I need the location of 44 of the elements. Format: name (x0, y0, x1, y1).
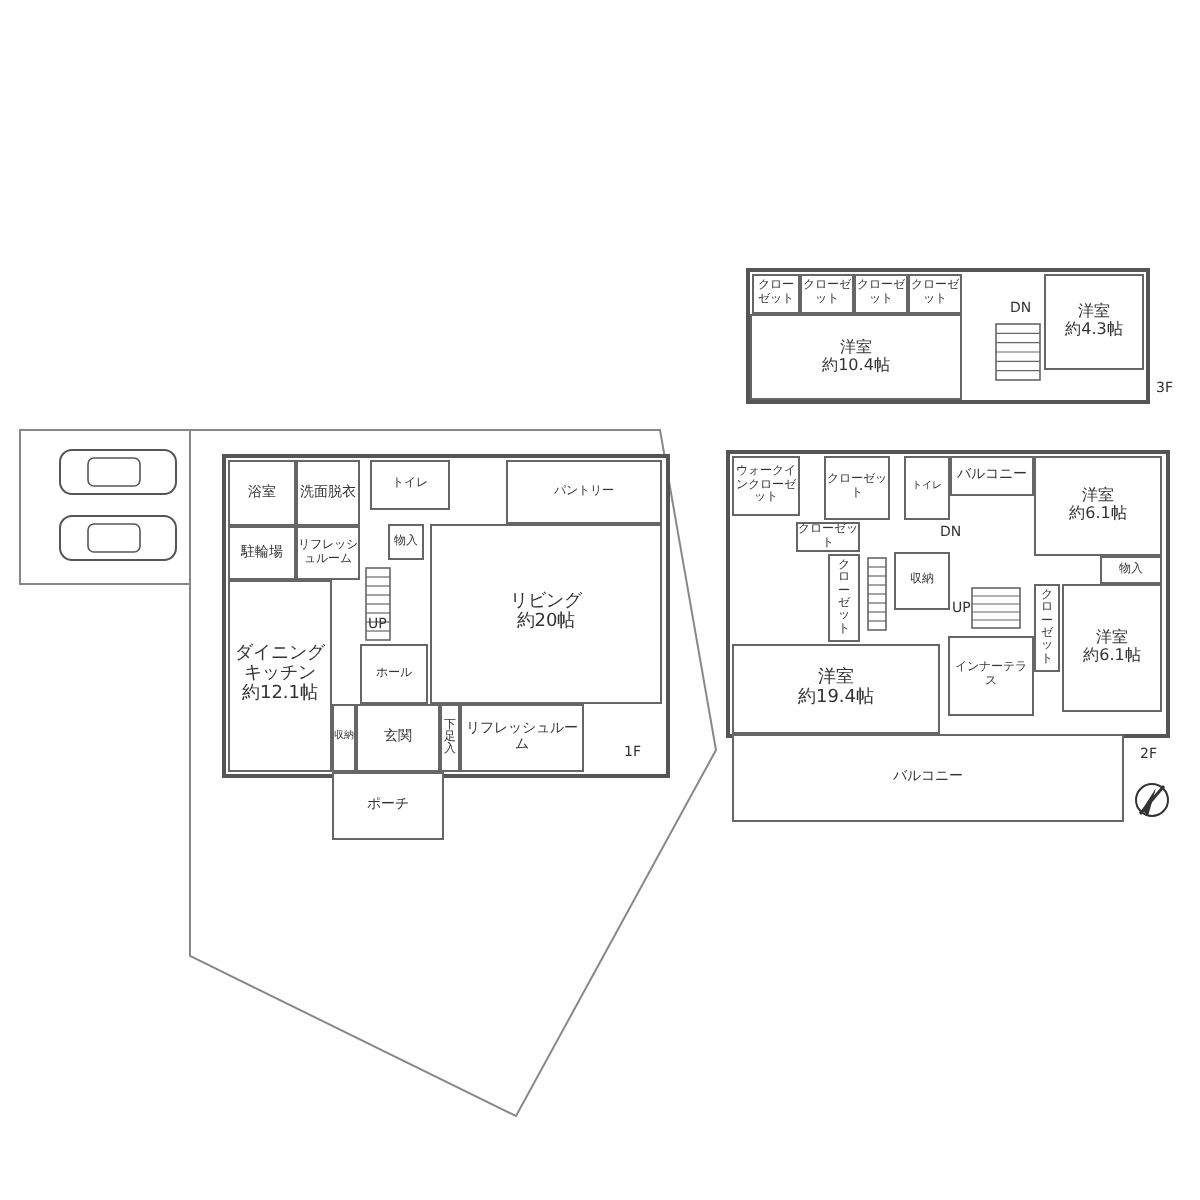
room-area: 約19.4帖 (797, 689, 875, 709)
room-outline (296, 526, 360, 580)
room-area: 約6.1帖 (1083, 648, 1141, 666)
room-outline (950, 456, 1034, 496)
room-outline (332, 772, 444, 840)
room-name: ダイニングキッチン (233, 646, 327, 685)
room-outline (1034, 456, 1162, 556)
room-outline (1100, 556, 1162, 584)
room-name: 洋室 (1096, 630, 1128, 647)
room-area: 約12.1帖 (241, 685, 319, 706)
room-name: 洋室 (818, 669, 854, 688)
room-outline (356, 704, 440, 772)
room-outline (370, 460, 450, 510)
room-outline (750, 314, 962, 400)
room-outline (228, 580, 332, 772)
room-outline (894, 552, 950, 610)
room-outline (440, 704, 460, 772)
room-outline (732, 456, 800, 516)
room-outline (1034, 584, 1060, 672)
room-outline (332, 704, 356, 772)
room-area: 約20帖 (516, 614, 576, 634)
room-area: 約6.1帖 (1069, 506, 1127, 524)
room-outline (296, 460, 360, 526)
room-outline (360, 644, 428, 704)
room-outline (228, 460, 296, 526)
room-outline (228, 526, 296, 580)
room-outline (1062, 584, 1162, 712)
room-area: 約4.3帖 (1065, 322, 1123, 340)
room-name: 洋室 (1082, 488, 1114, 505)
room-name: 洋室 (840, 339, 872, 357)
room-outline (828, 554, 860, 642)
room-outline (388, 524, 424, 560)
room-outline (904, 456, 950, 520)
room-outline (460, 704, 584, 772)
room-outline (732, 644, 940, 734)
room-outline (1044, 274, 1144, 370)
room-outline (506, 460, 662, 524)
room-area: 約10.4帖 (822, 357, 890, 375)
room-name: 洋室 (1078, 304, 1110, 321)
room-outline (430, 524, 662, 704)
room-outline (732, 734, 1124, 822)
room-outline (948, 636, 1034, 716)
room-outline (824, 456, 890, 520)
room-name: リビング (510, 594, 582, 613)
